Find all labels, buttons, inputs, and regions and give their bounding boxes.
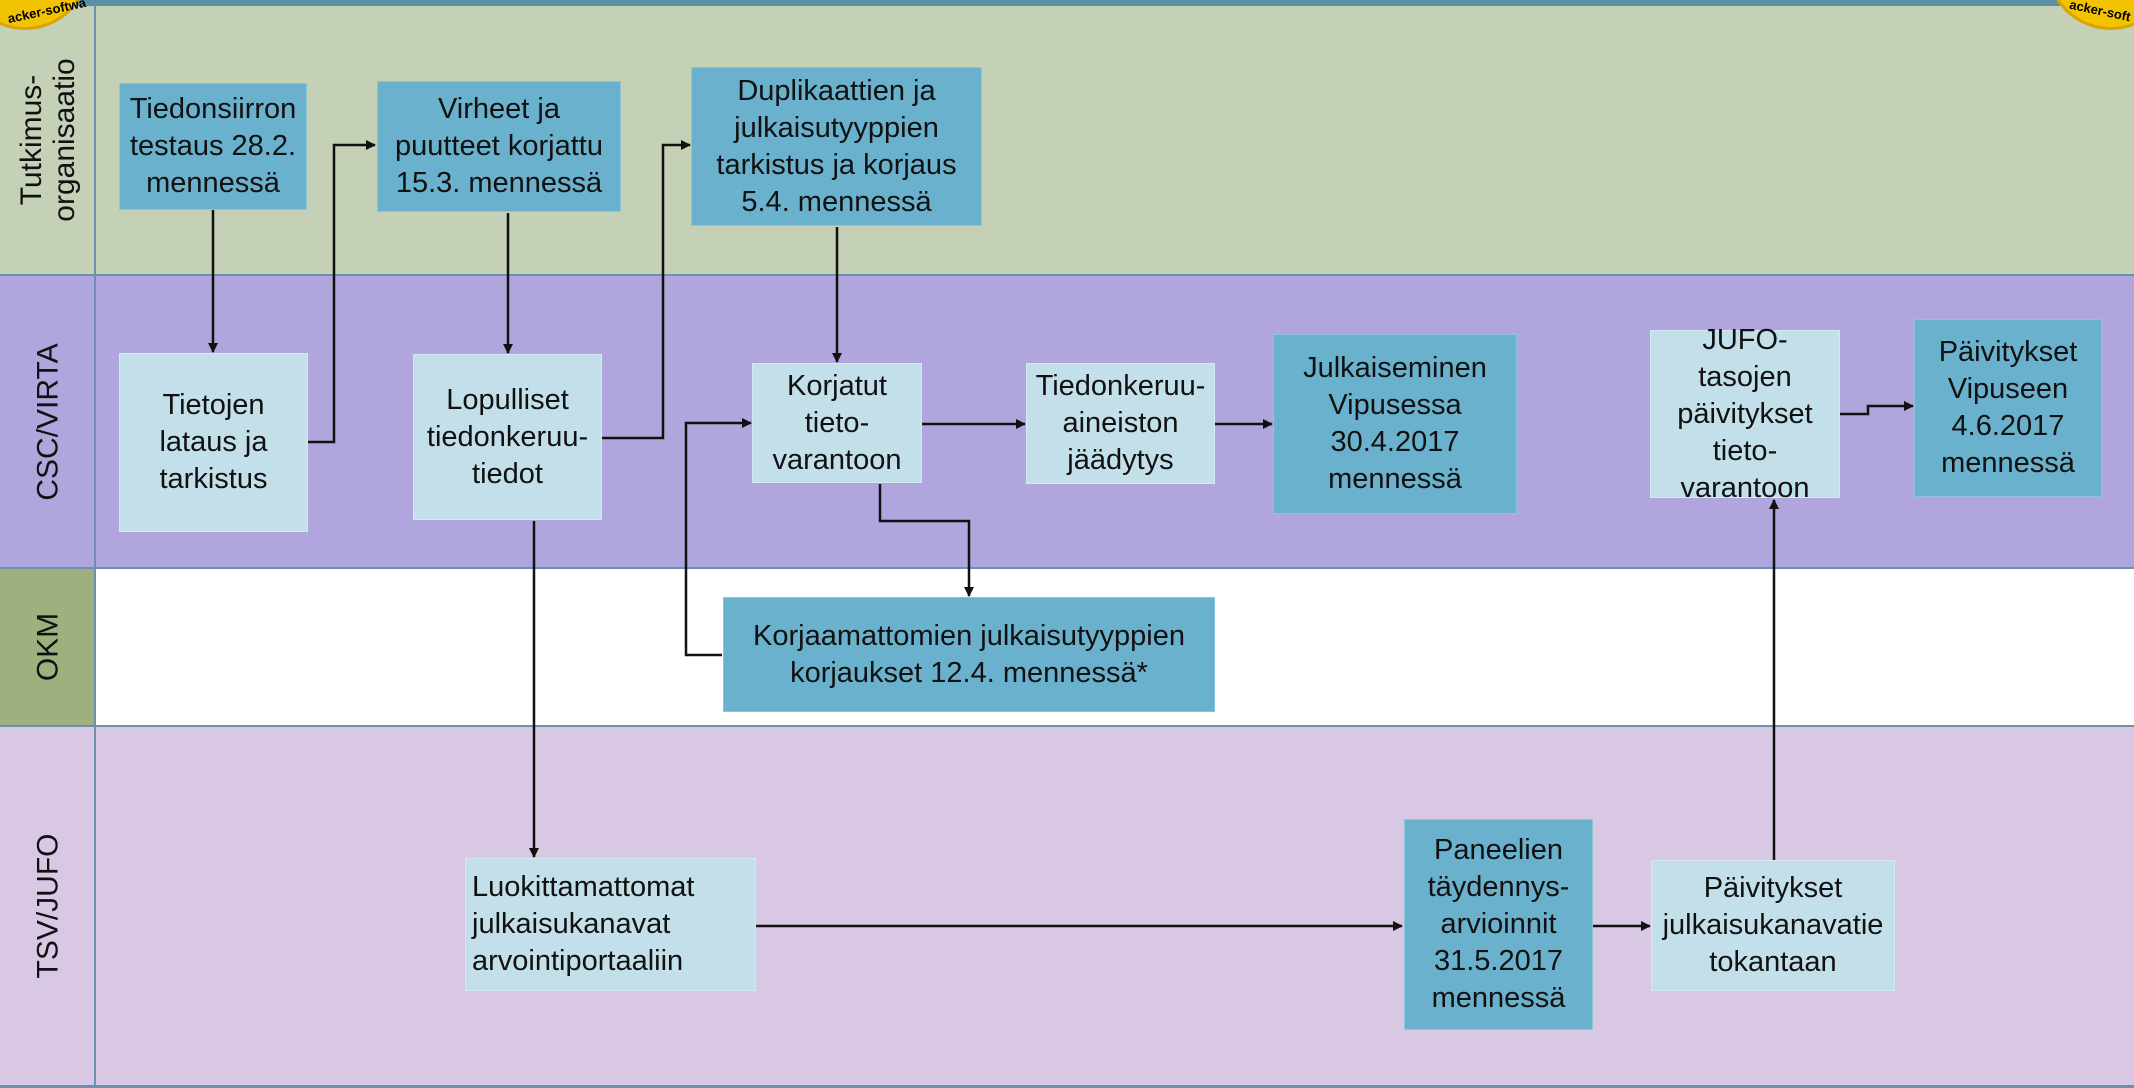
node-tiedonkeruu-jaadytys: Tiedonkeruu- aineiston jäädytys: [1026, 363, 1215, 484]
arrow-korjatut-to-korjaamattomien: [878, 484, 974, 597]
arrow-lopulliset-to-duplikaattien: [602, 140, 691, 440]
node-duplikaattien-tarkistus: Duplikaattien ja julkaisutyyppien tarkis…: [691, 67, 982, 226]
lane-tutkimusorganisaatio: Tutkimus- organisaatio: [0, 0, 2134, 276]
node-lopulliset-tiedot: Lopulliset tiedonkeruu- tiedot: [413, 354, 602, 520]
arrow-korjaamattomien-to-korjatut: [684, 418, 752, 657]
node-korjaamattomien-korjaukset: Korjaamattomien julkaisutyyppien korjauk…: [723, 597, 1215, 712]
node-tiedonsiirron-testaus: Tiedonsiirron testaus 28.2. mennessä: [119, 83, 307, 210]
node-paivitykset-julkaisukanavatietokantaan: Päivitykset julkaisukanavatie tokantaan: [1651, 860, 1895, 991]
arrow-tietojen-to-virheet: [308, 140, 376, 444]
lane-label-cell: TSV/JUFO: [0, 727, 96, 1085]
lane-label-cell: CSC/VIRTA: [0, 276, 96, 567]
node-paneelien-taydennysarvioinnit: Paneelien täydennys- arvioinnit 31.5.201…: [1404, 819, 1593, 1030]
node-jufo-tasojen-paivitykset: JUFO-tasojen päivitykset tieto- varantoo…: [1650, 324, 1840, 504]
node-paivitykset-vipuseen: Päivitykset Vipuseen 4.6.2017 mennessä: [1914, 319, 2102, 497]
node-tietojen-lataus: Tietojen lataus ja tarkistus: [119, 353, 308, 532]
node-julkaiseminen-vipusessa: Julkaiseminen Vipusessa 30.4.2017 mennes…: [1273, 334, 1517, 514]
lane-label-cell: Tutkimus- organisaatio: [0, 6, 96, 274]
lane-label-cell: OKM: [0, 569, 96, 725]
arrow-jufo-to-vipuseen: [1840, 401, 1914, 416]
node-korjatut-tietovarantoon: Korjatut tieto- varantoon: [752, 363, 922, 483]
node-virheet-korjattu: Virheet ja puutteet korjattu 15.3. menne…: [377, 81, 621, 212]
node-luokittamattomat-julkaisukanavat: Luokittamattomat julkaisukanavat arvoint…: [465, 858, 756, 991]
